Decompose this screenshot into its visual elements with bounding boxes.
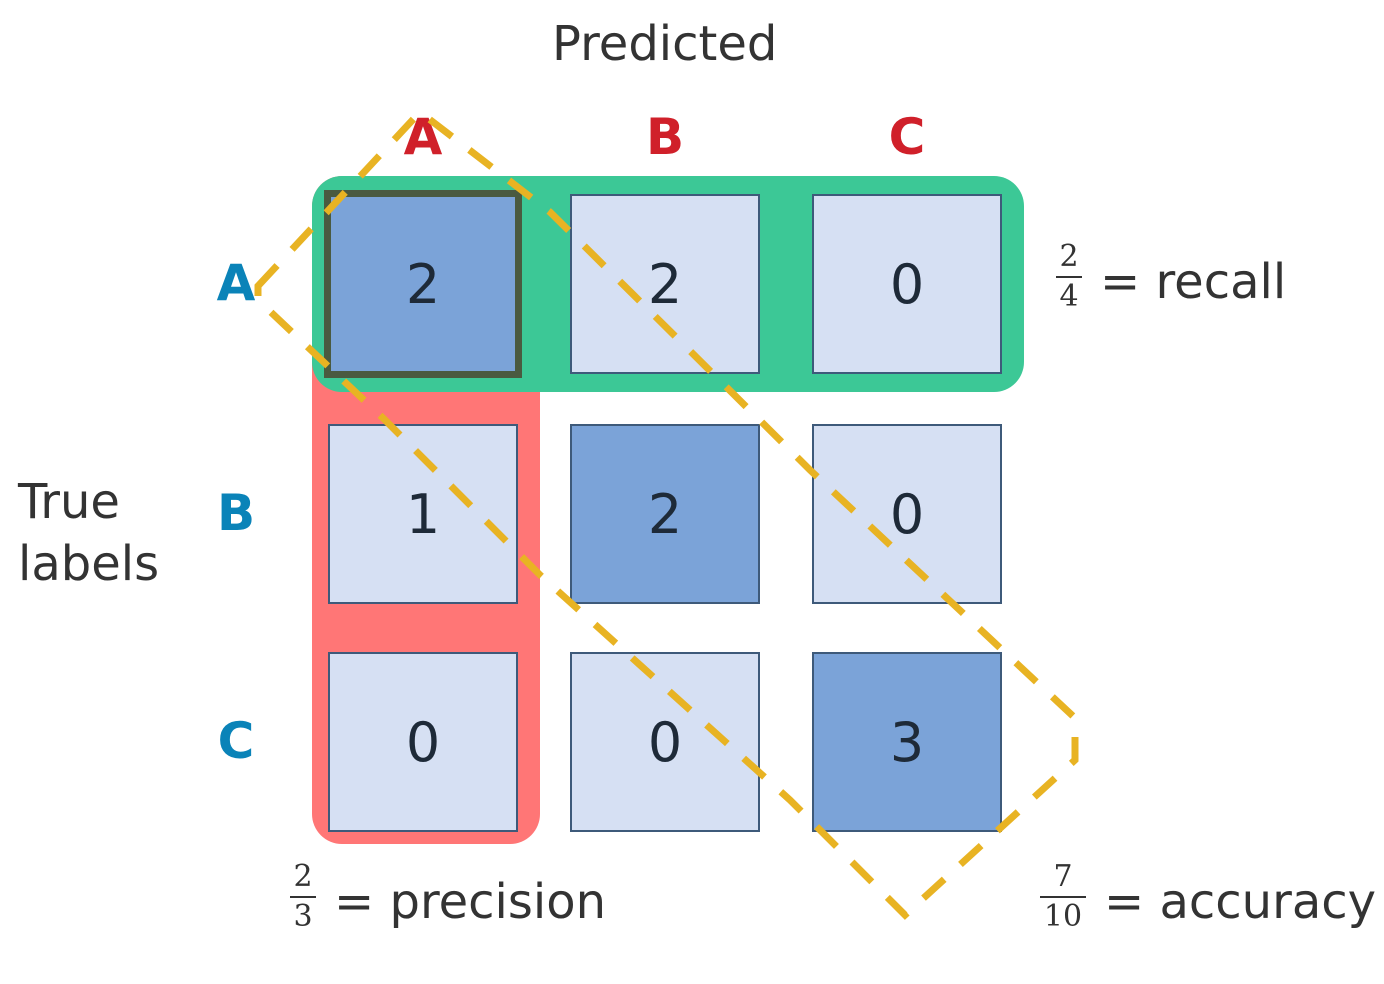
precision-fraction-bar: [290, 896, 316, 898]
predicted-axis-title: Predicted: [552, 16, 778, 72]
recall-numerator: 2: [1059, 239, 1079, 274]
matrix-cell-b-b: 2: [570, 424, 760, 604]
precision-denominator: 3: [293, 899, 313, 934]
precision-label: = precision: [334, 874, 607, 930]
precision-fraction: 2 3: [290, 862, 316, 932]
recall-label: = recall: [1100, 254, 1287, 310]
matrix-cell-c-c: 3: [812, 652, 1002, 832]
precision-numerator: 2: [293, 859, 313, 894]
accuracy-outline: [254, 107, 1079, 920]
column-header-c: C: [888, 108, 926, 166]
column-header-b: B: [645, 108, 685, 166]
accuracy-denominator: 10: [1043, 899, 1083, 934]
matrix-cell-c-a: 0: [328, 652, 518, 832]
accuracy-fraction: 7 10: [1040, 862, 1086, 932]
matrix-cell-a-a: 2: [324, 190, 522, 378]
matrix-cell-b-c: 0: [812, 424, 1002, 604]
true-labels-title-line2: labels: [18, 536, 160, 592]
row-header-b: B: [216, 484, 256, 542]
row-header-c: C: [217, 712, 255, 770]
true-labels-title-line1: True: [18, 474, 120, 530]
matrix-cell-a-b: 2: [570, 194, 760, 374]
matrix-cell-a-c: 0: [812, 194, 1002, 374]
accuracy-label: = accuracy: [1104, 874, 1377, 930]
accuracy-numerator: 7: [1053, 859, 1073, 894]
accuracy-fraction-bar: [1040, 896, 1086, 898]
recall-denominator: 4: [1059, 279, 1079, 314]
recall-fraction: 2 4: [1056, 242, 1082, 312]
row-header-a: A: [216, 254, 256, 312]
recall-fraction-bar: [1056, 276, 1082, 278]
